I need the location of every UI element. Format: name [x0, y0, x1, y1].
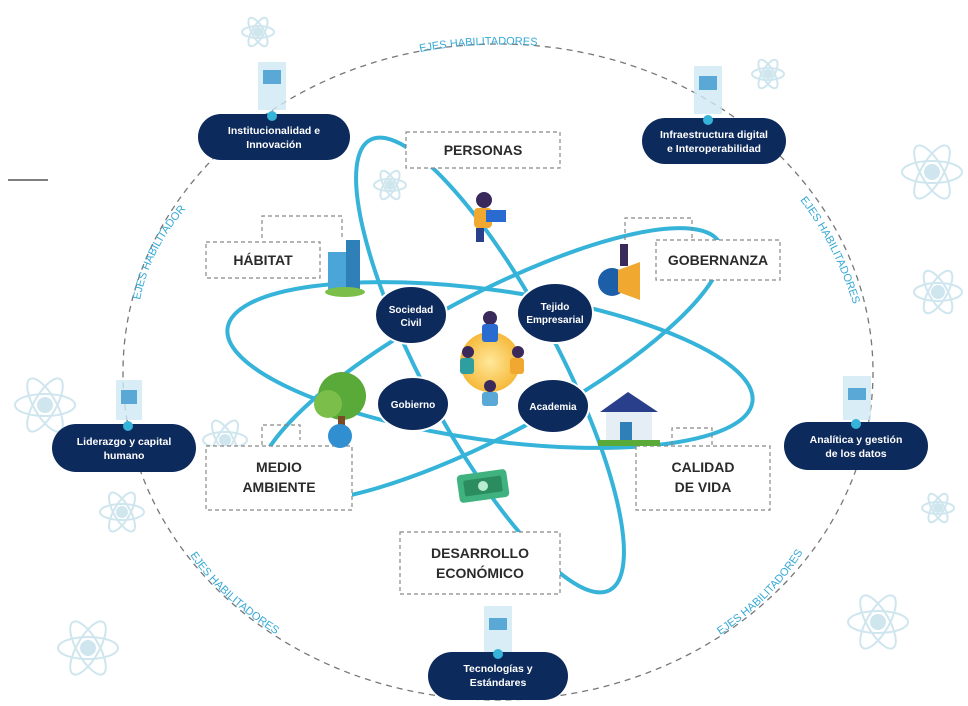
- dimension-box-habitat: [205, 241, 321, 279]
- enabler-label: humano: [104, 450, 145, 462]
- enabler-pill: Analítica y gestión de los datos: [784, 419, 928, 470]
- dimension-label: ECONÓMICO: [436, 564, 524, 581]
- enabler-label: Tecnologías y: [463, 663, 532, 675]
- money-icon: [456, 469, 510, 503]
- dimension-label: MEDIO: [256, 459, 302, 475]
- actor-node: Tejido Empresarial: [516, 282, 594, 344]
- ring-caption-bottom-left: EJES HABILITADORES: [187, 550, 280, 637]
- atom-icon: [57, 620, 119, 676]
- atom-icon: [241, 16, 275, 48]
- atom-icon: [14, 377, 76, 433]
- actor-node: Sociedad Civil: [374, 285, 448, 345]
- enabler-label: Innovación: [246, 139, 301, 151]
- dimension-box-medio-ambiente: [205, 445, 353, 511]
- atom-icon: [99, 491, 145, 533]
- dimension-box-desarrollo-economico: [399, 531, 561, 595]
- megaphone-icon: [598, 244, 640, 300]
- actor-label: Sociedad: [389, 305, 433, 316]
- atom-icon: [373, 169, 407, 201]
- atom-icon: [901, 144, 963, 200]
- dimension-label: PERSONAS: [444, 142, 523, 158]
- center-collaboration-illustration: [460, 311, 524, 406]
- enabler-label: Analítica y gestión: [810, 434, 903, 446]
- dimension-box-personas: [405, 131, 561, 169]
- dimension-label: HÁBITAT: [233, 252, 293, 268]
- enabler-pill: Tecnologías y Estándares: [428, 649, 568, 700]
- actor-label: Civil: [400, 318, 421, 329]
- dimension-label: GOBERNANZA: [668, 252, 768, 268]
- building-icon: [325, 240, 365, 297]
- actor-node: Gobierno: [376, 376, 450, 432]
- atom-icon: [847, 594, 909, 650]
- ring-caption-left: EJES HABILITADORES: [0, 0, 188, 301]
- enabler-label: e Interoperabilidad: [667, 143, 761, 155]
- enabler-icons: [116, 62, 871, 652]
- enabler-label: Infraestructura digital: [660, 129, 768, 141]
- atom-icon: [751, 58, 785, 90]
- actor-label: Academia: [529, 402, 577, 413]
- dimension-box-gobernanza: [655, 239, 781, 281]
- enabler-label: Estándares: [470, 677, 527, 689]
- dimension-label: DESARROLLO: [431, 545, 529, 561]
- ring-caption-bottom-right: EJES HABILITADORES: [715, 547, 805, 637]
- enabler-pill: Institucionalidad e Innovación: [198, 111, 350, 160]
- actor-node: Academia: [516, 378, 590, 434]
- ring-caption-right: EJES HABILITADORES: [798, 195, 862, 306]
- actor-label: Gobierno: [391, 400, 435, 411]
- atom-icon: [913, 269, 963, 315]
- person-laptop-icon: [474, 192, 506, 242]
- dimension-label: AMBIENTE: [242, 479, 315, 495]
- enabler-pill: Liderazgo y capital humano: [52, 421, 196, 472]
- enabler-pill: Infraestructura digital e Interoperabili…: [642, 115, 786, 164]
- house-icon: [598, 392, 660, 446]
- dimension-connectors: [261, 215, 713, 445]
- actor-label: Empresarial: [526, 315, 583, 326]
- tree-icon: [314, 372, 366, 448]
- actor-label: Tejido: [541, 302, 570, 313]
- enabler-label: Liderazgo y capital: [77, 436, 172, 448]
- atom-icon: [921, 492, 955, 524]
- dimension-box-calidad-de-vida: [635, 445, 771, 511]
- dimension-label: DE VIDA: [675, 479, 732, 495]
- enabler-label: Institucionalidad e: [228, 125, 320, 137]
- atom-decorations: [14, 16, 963, 676]
- dimension-label: CALIDAD: [672, 459, 735, 475]
- ring-caption-top: EJES HABILITADORES: [418, 35, 538, 54]
- enabler-label: de los datos: [825, 448, 886, 460]
